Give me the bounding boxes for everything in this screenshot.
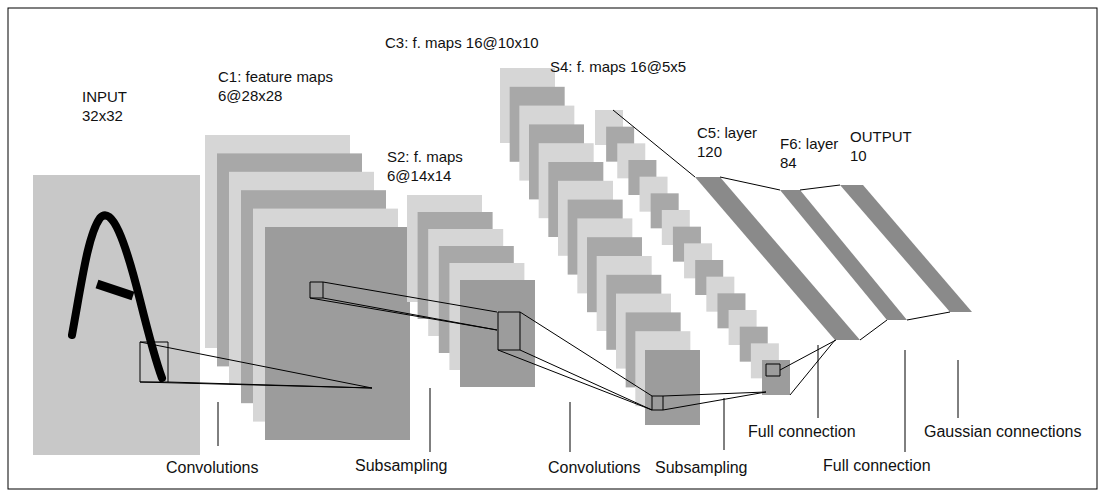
layer-heading: C5: layer 120 — [697, 124, 771, 162]
projection-line — [663, 392, 766, 410]
projection-line — [323, 282, 497, 312]
feature-map — [265, 227, 410, 440]
projection-line — [800, 185, 840, 190]
projection-line — [818, 345, 819, 418]
letter-stroke — [72, 215, 162, 378]
projection-lines — [140, 110, 958, 452]
layer-heading: S4: f. maps 16@5x5 — [550, 58, 686, 77]
projection-line — [613, 110, 695, 177]
operation-label: Subsampling — [655, 458, 748, 478]
projection-line — [520, 312, 652, 396]
input-image — [33, 175, 200, 455]
projection-line — [720, 177, 780, 190]
projection-line — [168, 382, 372, 388]
operation-label: Full connection — [823, 456, 931, 476]
feature-map — [460, 280, 535, 387]
operation-label: Gaussian connections — [924, 422, 1081, 442]
projection-line — [958, 360, 959, 418]
layer-band — [840, 185, 972, 312]
operation-label: Convolutions — [166, 458, 259, 478]
projection-line — [310, 298, 497, 330]
feature-map — [645, 350, 700, 425]
projection-line — [498, 312, 520, 350]
layer-heading: OUTPUT 10 — [850, 128, 918, 166]
projection-line — [498, 350, 652, 410]
feature-map — [762, 360, 790, 395]
layer-heading: INPUT 32x32 — [82, 88, 146, 126]
projection-line — [663, 392, 766, 396]
projection-line — [860, 320, 887, 340]
projection-line — [905, 350, 906, 452]
operation-label: Full connection — [748, 422, 856, 442]
projection-line — [218, 402, 219, 446]
feature-map-stacks — [205, 68, 972, 440]
projection-line — [652, 396, 663, 410]
projection-line — [140, 382, 372, 388]
layer-band — [695, 177, 860, 340]
projection-line — [724, 398, 725, 450]
projection-line — [140, 342, 168, 382]
layer-band — [780, 190, 907, 320]
layer-heading: C1: feature maps 6@28x28 — [218, 68, 353, 106]
letter-stroke — [97, 284, 133, 296]
operation-label: Convolutions — [548, 458, 641, 478]
projection-line — [430, 388, 431, 452]
layer-heading: F6: layer 84 — [780, 135, 852, 173]
projection-line — [780, 340, 836, 370]
layer-heading: S2: f. maps 6@14x14 — [387, 148, 479, 186]
projection-line — [766, 364, 780, 376]
projection-line — [520, 350, 652, 410]
operation-label: Subsampling — [355, 456, 448, 476]
layer-heading: C3: f. maps 16@10x10 — [385, 34, 539, 53]
frame-border — [8, 8, 1097, 489]
projection-line — [790, 340, 835, 395]
projection-line — [907, 312, 950, 320]
projection-line — [310, 282, 323, 298]
projection-line — [570, 402, 571, 452]
projection-line — [140, 342, 372, 388]
